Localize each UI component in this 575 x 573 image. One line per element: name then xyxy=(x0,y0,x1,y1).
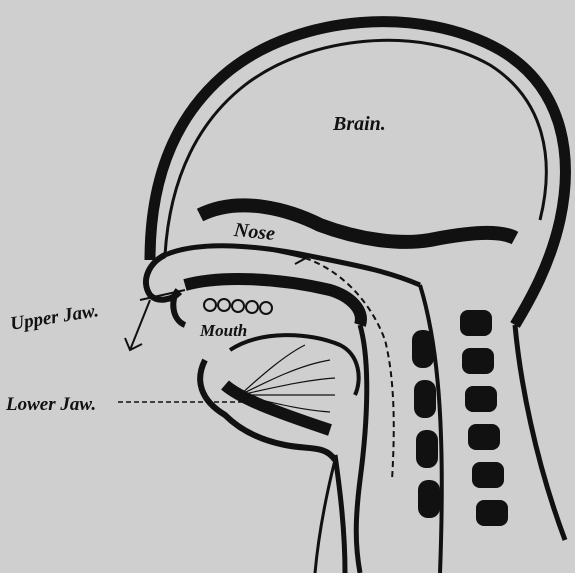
neck-back xyxy=(515,325,565,540)
label-lower-jaw: Lower Jaw. xyxy=(6,395,96,414)
label-brain: Brain. xyxy=(333,114,386,134)
mouth-airflow-arrow xyxy=(130,300,150,350)
label-nose: Nose xyxy=(233,220,276,244)
neck-front xyxy=(315,460,335,573)
larynx xyxy=(335,455,345,573)
cervical-vertebrae xyxy=(412,310,508,526)
lower-jaw-bone xyxy=(225,385,330,430)
spinal-canal xyxy=(420,285,442,573)
upper-teeth xyxy=(204,299,272,314)
palate xyxy=(185,279,361,325)
label-mouth: Mouth xyxy=(200,322,247,339)
